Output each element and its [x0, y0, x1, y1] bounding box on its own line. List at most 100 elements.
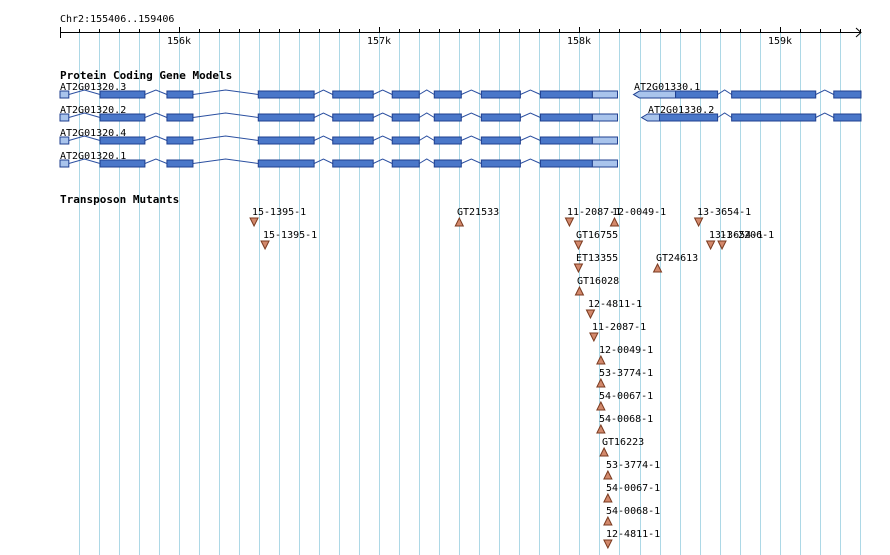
- mutant-marker: [603, 539, 613, 550]
- intron-line: [520, 135, 541, 141]
- mutant-label[interactable]: GT24613: [656, 253, 699, 264]
- exon-block: [659, 113, 719, 122]
- mutant-label[interactable]: 53-3774-1: [606, 460, 661, 471]
- exon-block: [433, 90, 462, 99]
- exon-block: [539, 159, 593, 168]
- mutant-marker: [596, 400, 606, 411]
- mutant-marker: [603, 469, 613, 480]
- intron-line: [144, 135, 168, 141]
- gene-model-name[interactable]: AT2G01330.1: [634, 82, 701, 93]
- exon-block: [166, 136, 194, 145]
- mutant-label[interactable]: GT16755: [576, 230, 619, 241]
- intron-line: [313, 158, 333, 164]
- exon-block: [391, 113, 420, 122]
- mutant-label[interactable]: 11-2206-1: [720, 230, 775, 241]
- exon-block: [433, 113, 462, 122]
- intron-line: [372, 89, 393, 95]
- intron-line: [144, 112, 168, 118]
- mutant-label[interactable]: 12-0049-1: [612, 207, 667, 218]
- intron-line: [313, 89, 333, 95]
- gene-model-name[interactable]: AT2G01330.2: [648, 105, 715, 116]
- exon-block: [391, 159, 420, 168]
- mutant-label[interactable]: 12-0049-1: [599, 345, 654, 356]
- exon-block: [99, 136, 146, 145]
- mutant-label[interactable]: 54-0068-1: [599, 414, 654, 425]
- exon-block: [539, 90, 593, 99]
- intron-line: [372, 135, 393, 141]
- gene-model-name[interactable]: AT2G01320.1: [60, 151, 127, 162]
- intron-line: [520, 158, 541, 164]
- mutant-marker: [705, 240, 716, 251]
- ruler-tick-label: 159k: [768, 36, 793, 47]
- gene-model-name[interactable]: AT2G01320.3: [60, 82, 127, 93]
- utr-block: [59, 113, 70, 122]
- mutant-label[interactable]: GT21533: [457, 207, 500, 218]
- mutant-label[interactable]: 53-3774-1: [599, 368, 654, 379]
- gene-track-title: Protein Coding Gene Models: [60, 69, 233, 82]
- intron-line: [313, 112, 333, 118]
- gene-model-name[interactable]: AT2G01320.2: [60, 105, 127, 116]
- mutant-label[interactable]: 54-0067-1: [599, 391, 654, 402]
- mutant-marker: [249, 217, 259, 228]
- exon-block: [257, 90, 315, 99]
- exon-block: [332, 90, 374, 99]
- mutant-label[interactable]: GT16223: [602, 437, 645, 448]
- exon-block: [480, 113, 521, 122]
- exon-block: [166, 159, 194, 168]
- intron-line: [418, 158, 435, 164]
- exon-block: [257, 113, 315, 122]
- exon-block: [731, 113, 817, 122]
- exon-block: [166, 113, 194, 122]
- mutant-marker: [652, 262, 663, 273]
- mutant-label[interactable]: 11-2087-1: [592, 322, 647, 333]
- intron-line: [372, 158, 393, 164]
- mutant-marker: [693, 217, 704, 228]
- intron-line: [461, 112, 482, 118]
- intron-line: [68, 112, 101, 118]
- intron-line: [192, 158, 259, 164]
- gene-model-name[interactable]: AT2G01320.4: [60, 128, 127, 139]
- mutant-label[interactable]: 15-1395-1: [252, 207, 307, 218]
- mutant-label[interactable]: GT16028: [577, 276, 620, 287]
- exon-block: [433, 159, 462, 168]
- mutant-label[interactable]: 13-3654-1: [709, 230, 764, 241]
- utr-block: [591, 159, 618, 168]
- mutant-label[interactable]: 12-4811-1: [588, 299, 643, 310]
- exon-block: [731, 90, 817, 99]
- exon-block: [391, 90, 420, 99]
- mutant-track-title: Transposon Mutants: [60, 193, 180, 206]
- exon-block: [332, 136, 374, 145]
- mutant-label[interactable]: 13-3654-1: [697, 207, 752, 218]
- mutant-label[interactable]: 11-2087-1: [567, 207, 622, 218]
- intron-line: [418, 135, 435, 141]
- mutant-marker: [599, 446, 609, 457]
- mutant-label[interactable]: 54-0067-1: [606, 483, 661, 494]
- ruler-tick-label: 156k: [167, 36, 192, 47]
- intron-line: [418, 112, 435, 118]
- exon-block: [480, 136, 521, 145]
- intron-line: [313, 135, 333, 141]
- intron-line: [68, 158, 101, 164]
- intron-line: [461, 158, 482, 164]
- exon-block: [675, 90, 719, 99]
- mutant-marker: [596, 423, 606, 434]
- utr-block: [591, 136, 618, 145]
- exon-block: [833, 90, 862, 99]
- mutant-label[interactable]: 12-4811-1: [606, 529, 661, 540]
- ruler-tick-label: 158k: [567, 36, 592, 47]
- intron-line: [144, 89, 168, 95]
- mutant-label[interactable]: 15-1395-1: [263, 230, 318, 241]
- mutant-label[interactable]: 54-0068-1: [606, 506, 661, 517]
- intron-line: [717, 89, 732, 95]
- mutant-marker: [717, 240, 727, 251]
- utr-block: [59, 159, 70, 168]
- ruler-right-arrow: [855, 27, 862, 38]
- intron-line: [717, 112, 732, 118]
- exon-block: [99, 90, 146, 99]
- exon-block: [257, 136, 315, 145]
- exon-block: [332, 159, 374, 168]
- exon-block: [166, 90, 194, 99]
- mutant-marker: [260, 240, 270, 251]
- mutant-label[interactable]: ET13355: [576, 253, 619, 264]
